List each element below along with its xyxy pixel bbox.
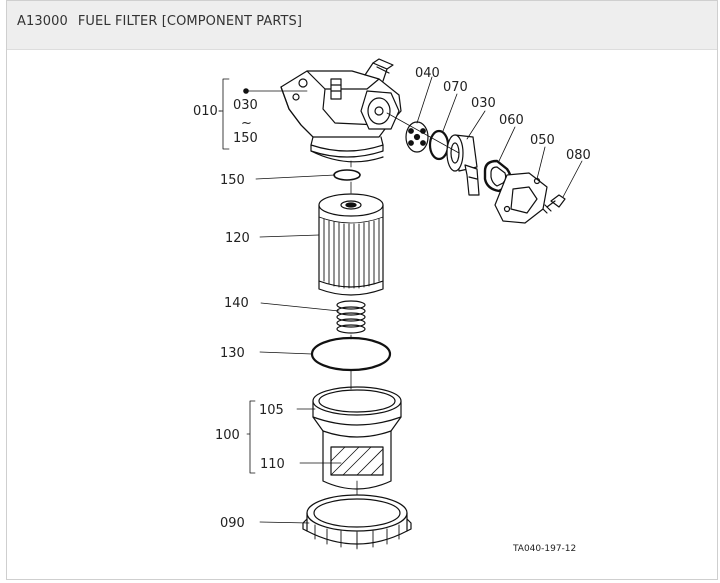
callout-050: 050	[530, 133, 555, 148]
center-axis-line	[350, 160, 358, 550]
right-axis-line	[386, 112, 460, 154]
oring-130-part	[310, 336, 392, 372]
parts-diagram-panel: A13000 FUEL FILTER [COMPONENT PARTS]	[6, 0, 718, 580]
header-bar: A13000 FUEL FILTER [COMPONENT PARTS]	[7, 1, 717, 50]
page-title: A13000 FUEL FILTER [COMPONENT PARTS]	[17, 14, 302, 29]
plate-050-part	[494, 172, 548, 224]
callout-130: 130	[220, 346, 245, 361]
callout-060: 060	[499, 113, 524, 128]
cock-030-part	[446, 134, 480, 196]
filter-element-120-part	[318, 193, 384, 296]
callout-150: 150	[220, 173, 245, 188]
callout-120: 120	[225, 231, 250, 246]
callout-100: 100	[215, 428, 240, 443]
drawing-id: TA040-197-12	[512, 544, 576, 554]
spring-140-part	[336, 300, 366, 334]
callout-110: 110	[260, 457, 285, 472]
callout-150-range-end: 150	[233, 131, 258, 146]
callout-010: 010	[193, 104, 218, 119]
callout-030: 030	[471, 96, 496, 111]
range-tilde: ~	[241, 116, 252, 131]
screw-080-part	[542, 194, 566, 214]
callout-030-range-start: 030	[233, 98, 258, 113]
callout-105: 105	[259, 403, 284, 418]
plate-040-part	[405, 121, 429, 153]
bowl-100-part	[312, 386, 402, 490]
fuel-filter-diagram: 010 030 ~ 150 040 070 030 060 050 080 15…	[193, 58, 591, 554]
oring-150-part	[333, 169, 361, 181]
callout-140: 140	[224, 296, 249, 311]
callout-040: 040	[415, 66, 440, 81]
callout-070: 070	[443, 80, 468, 95]
section-code: A13000	[17, 14, 68, 29]
callout-080: 080	[566, 148, 591, 163]
callout-leaders	[218, 76, 583, 524]
section-title: FUEL FILTER [COMPONENT PARTS]	[77, 14, 303, 29]
filter-head-part	[243, 58, 402, 163]
callout-090: 090	[220, 516, 245, 531]
